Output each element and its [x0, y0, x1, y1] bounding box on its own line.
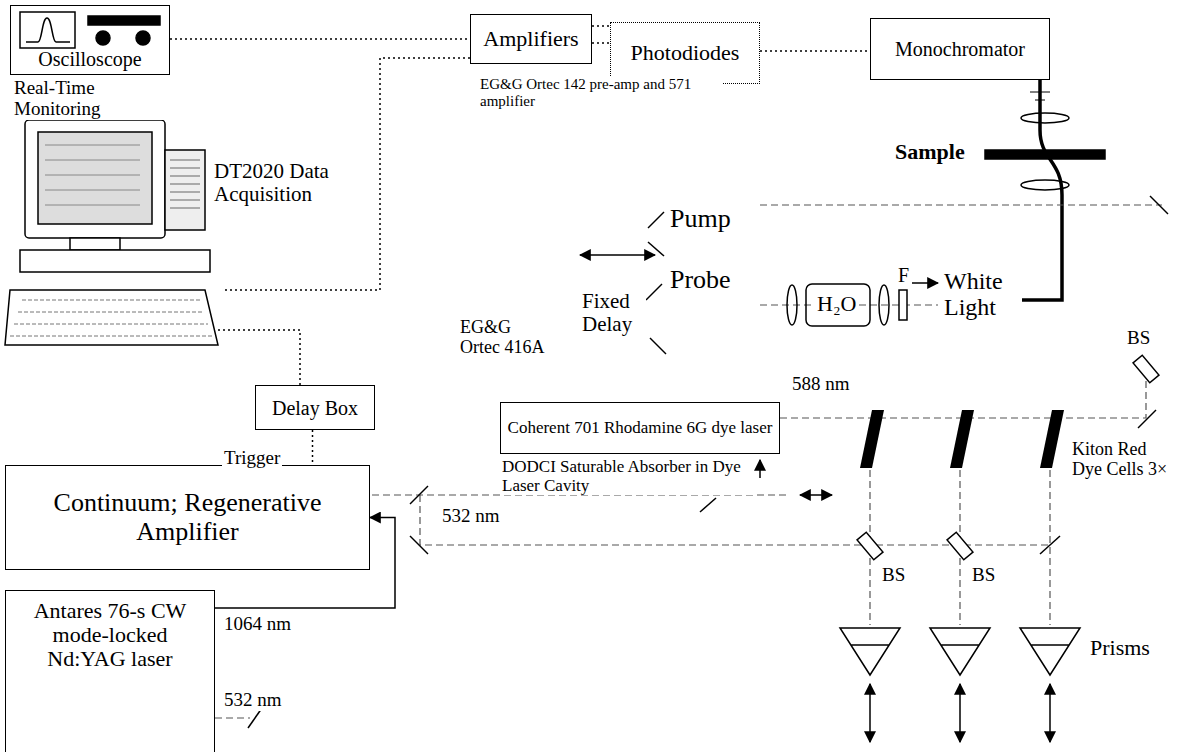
photodiode-box: Photodiodes: [610, 22, 760, 84]
sample-label: Sample: [893, 140, 967, 164]
beam-splitter-label: BS: [880, 565, 907, 586]
dye-laser-box: Coherent 701 Rhodamine 6G dye laser: [500, 402, 780, 454]
amplifier-laser-box: Continuum; Regenerative Amplifier: [5, 465, 370, 570]
probe-label: Probe: [668, 266, 733, 295]
prisms: [840, 628, 1080, 675]
absorber-note: DODCI Saturable Absorber in Dye Laser Ca…: [500, 458, 754, 495]
monochromator-box: Monochromator: [870, 18, 1050, 80]
wavelength-label: 532 nm: [440, 506, 502, 527]
dye-cells: [860, 410, 1064, 468]
prism-label: Prisms: [1088, 636, 1152, 660]
signal-connector: [760, 50, 870, 52]
probe-optics: [787, 284, 907, 326]
node-text: Continuum; Regenerative Amplifier: [12, 489, 363, 546]
amplifier-model: EG&G Ortec 142 pre-amp and 571 amplifier: [478, 76, 722, 109]
signal-connector: [312, 430, 314, 465]
node-text: Delay Box: [272, 397, 358, 419]
daq-label: DT2020 Data Acquisition: [212, 160, 351, 206]
nd-yag-laser-box: Antares 76-s CW mode-locked Nd:YAG laser: [5, 590, 215, 752]
delay-box: Delay Box: [255, 385, 375, 430]
wavelength-label: 588 nm: [790, 374, 852, 395]
signal-connector: [170, 38, 470, 40]
beam-splitter-label: BS: [970, 565, 997, 586]
node-text: Coherent 701 Rhodamine 6G dye laser: [508, 419, 773, 438]
mirrors: [248, 196, 1168, 728]
laser-beams: [215, 205, 1162, 718]
node-text: Antares 76-s CW mode-locked Nd:YAG laser: [12, 599, 208, 672]
output-arrows: [580, 255, 1050, 742]
node-text: Oscilloscope: [38, 48, 141, 70]
trigger-label: Trigger: [222, 448, 282, 469]
wavelength-label: 532 nm: [222, 690, 284, 711]
delay-model: EG&G Ortec 416A: [458, 318, 557, 358]
wavelength-label: 1064 nm: [222, 614, 293, 635]
sample-optics: [985, 80, 1105, 300]
water-cell-label: H₂O: [815, 292, 858, 316]
node-text: Photodiodes: [631, 41, 740, 65]
node-text: Monochromator: [895, 38, 1025, 60]
monitoring-note: Real-Time Monitoring: [12, 78, 166, 120]
oscilloscope-box: Oscilloscope: [10, 5, 170, 75]
beam-splitter-label: BS: [1125, 328, 1152, 349]
delay-label: Fixed Delay: [580, 290, 646, 336]
amplifier-box: Amplifiers: [470, 14, 592, 64]
pump-label: Pump: [668, 205, 733, 234]
filter-label: F: [896, 264, 911, 286]
computer-icon: [5, 120, 218, 345]
signal-connector: [215, 518, 395, 609]
oscilloscope-face: [20, 12, 160, 48]
dye-cell-label: Kiton Red Dye Cells 3×: [1070, 440, 1176, 480]
signal-connector: [592, 42, 610, 44]
white-light-label: White Light: [942, 268, 1016, 321]
node-text: Amplifiers: [483, 27, 578, 51]
